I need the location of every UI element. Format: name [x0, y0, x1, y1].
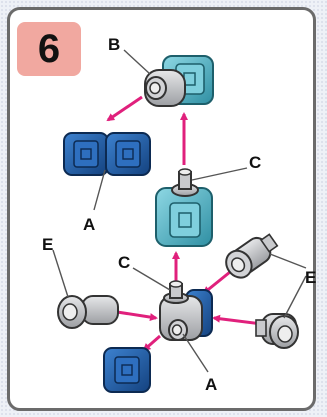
- arrow-b-to-a: [106, 95, 143, 122]
- gray-connector-e-bottom-right: [255, 313, 299, 349]
- label-e-left: E: [42, 235, 53, 254]
- leader-e-left: [52, 249, 69, 298]
- label-c-mid: C: [249, 153, 261, 172]
- cyan-cube-with-cap: [155, 168, 213, 247]
- hub-assembly: [159, 280, 213, 341]
- leader-c-mid: [191, 167, 248, 181]
- leader-e-right-1: [269, 253, 307, 269]
- part-labels: B A C C E E A: [42, 35, 316, 394]
- arrow-e-top-right-to-hub: [202, 270, 231, 295]
- leader-a-bottom: [182, 333, 209, 373]
- step-number: 6: [37, 27, 61, 71]
- arrow-hub-to-blue-bottom: [142, 334, 161, 352]
- leader-c-bottom: [132, 267, 171, 291]
- blue-cube-pair-a: [63, 132, 151, 176]
- arrow-e-bottom-right-to-hub: [212, 314, 263, 326]
- leader-a-top: [93, 169, 106, 211]
- label-c-bottom: C: [118, 253, 130, 272]
- gray-connector-e-left: [57, 295, 119, 329]
- label-e-right: E: [305, 268, 316, 287]
- part-b-assembly: [144, 55, 214, 107]
- gray-connector-b: [144, 69, 186, 107]
- leader-e-right-2: [283, 275, 307, 319]
- leader-b: [123, 49, 151, 75]
- label-b: B: [108, 35, 120, 54]
- step-badge: 6: [17, 22, 81, 76]
- leader-lines: [52, 49, 307, 373]
- label-a-top: A: [83, 215, 95, 234]
- arrow-e-left-to-hub: [116, 310, 158, 322]
- label-a-bottom: A: [205, 375, 217, 394]
- gray-connector-e-top-right: [225, 233, 279, 279]
- blue-cube-bottom: [103, 347, 151, 393]
